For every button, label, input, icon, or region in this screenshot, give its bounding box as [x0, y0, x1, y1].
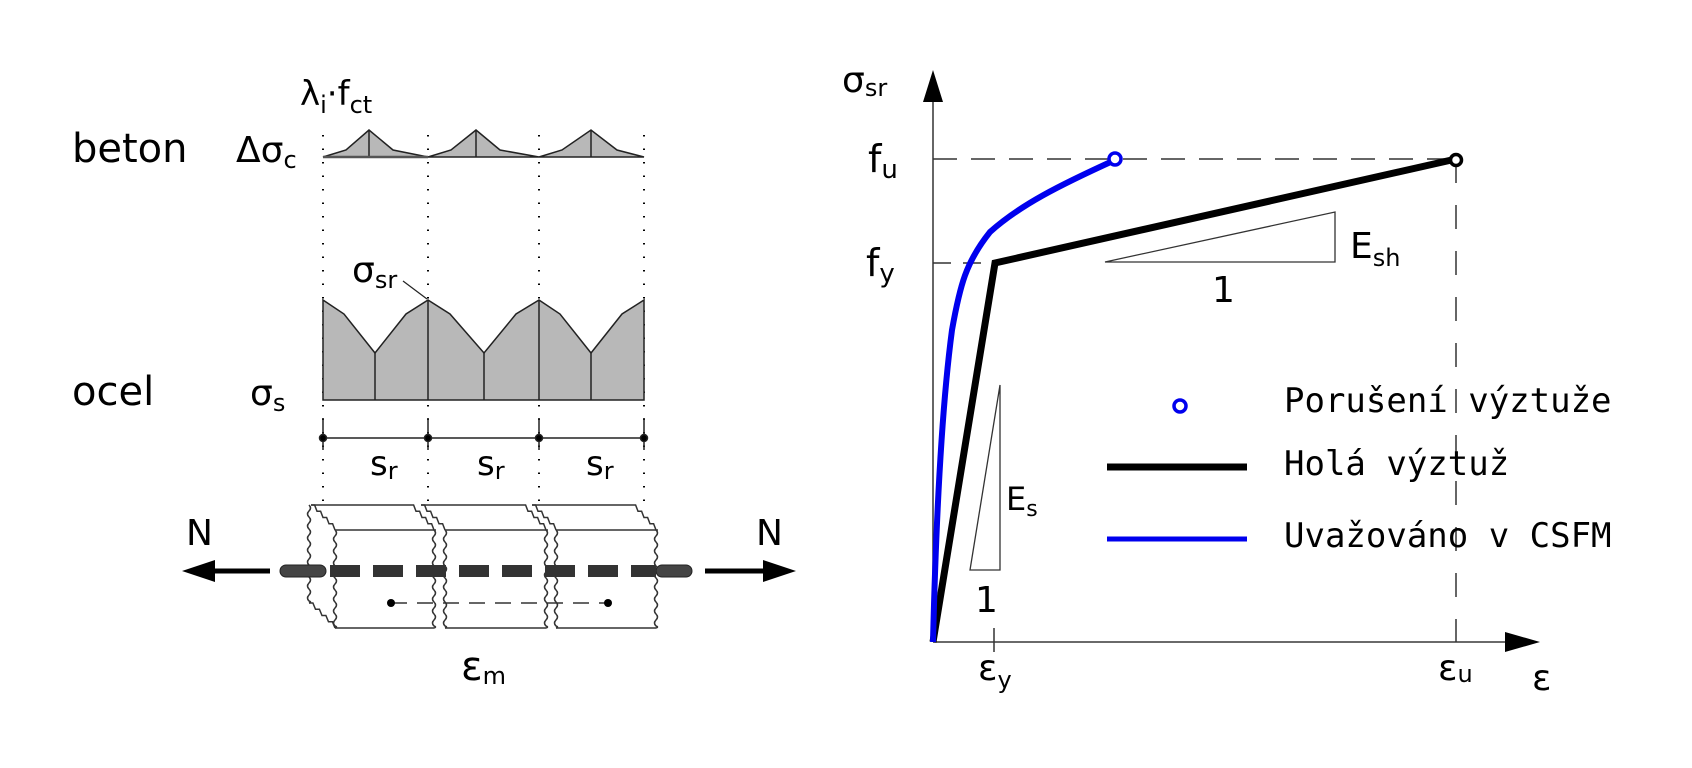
- legend-item-bare-steel: Holá výztuž: [1107, 444, 1509, 484]
- legend-label-rupture: Porušení výztuže: [1284, 381, 1612, 421]
- force-label-left: N: [186, 513, 213, 554]
- x-axis-arrow-icon: [1505, 632, 1540, 652]
- steel-stress-distribution: [322, 298, 645, 401]
- peak-stress-leader: [402, 280, 428, 300]
- rupture-circle-icon: [1172, 398, 1188, 414]
- crack-diag-right-1: [410, 504, 435, 531]
- crack-spacing-label-1: sr: [370, 444, 398, 485]
- concrete-stress-distribution: [322, 129, 645, 159]
- right-diagram: σsr ε fu fy εy εu Es 1: [842, 60, 1612, 699]
- bar-end-right: [655, 564, 693, 578]
- crack-face-right-1: [431, 529, 437, 629]
- legend: Porušení výztuže Holá výztuž Uvažováno v…: [1107, 381, 1612, 556]
- legend-item-csfm: Uvažováno v CSFM: [1107, 516, 1612, 556]
- crack-spacing-label-3: sr: [586, 444, 614, 485]
- crack-face-left-2: [442, 529, 448, 629]
- esh-label: Esh: [1350, 226, 1400, 272]
- legend-item-rupture: Porušení výztuže: [1172, 381, 1612, 421]
- es-slope-triangle: [969, 384, 1001, 571]
- concrete-stress-symbol: Δσc: [236, 130, 297, 174]
- crack-face-left-3: [553, 529, 559, 629]
- legend-label-bare-steel: Holá výztuž: [1284, 444, 1509, 484]
- gauge-point-right: [604, 599, 612, 607]
- end-face-left: [306, 504, 312, 604]
- peak-stress-label: σsr: [352, 250, 397, 294]
- esh-unit-label: 1: [1212, 270, 1235, 311]
- crack-spacing-dimension: [318, 418, 649, 450]
- y-axis-label: σsr: [842, 60, 887, 102]
- steel-row-label: ocel: [72, 369, 154, 415]
- eu-label: εu: [1438, 648, 1473, 689]
- dimension-dot-1: [318, 433, 328, 443]
- crack-face-right-3: [653, 529, 659, 629]
- concrete-stress-segment-2: [427, 129, 540, 158]
- mean-strain-label: εm: [461, 644, 506, 690]
- csfm-rupture-marker: [1107, 151, 1123, 167]
- dimension-dot-2: [423, 433, 433, 443]
- fu-label: fu: [868, 137, 898, 185]
- legend-label-csfm: Uvažováno v CSFM: [1284, 516, 1612, 556]
- crack-face-right-2: [543, 529, 549, 629]
- crack-diag-left-3: [532, 504, 557, 531]
- steel-stress-fill: [322, 298, 645, 401]
- force-label-right: N: [756, 513, 783, 554]
- bar-end-left: [279, 564, 327, 578]
- concrete-stress-segment-1: [322, 129, 429, 158]
- left-diagram: λi·fct beton Δσc ocel σs: [72, 74, 796, 690]
- concrete-row-label: beton: [72, 126, 188, 172]
- es-unit-label: 1: [975, 580, 998, 621]
- cracked-tension-tie: [306, 504, 659, 629]
- crack-spacing-label-2: sr: [477, 444, 505, 485]
- crack-diag-right-2: [522, 504, 547, 531]
- es-label: Es: [1006, 480, 1038, 522]
- bare-steel-curve: [929, 155, 1457, 643]
- steel-stress-symbol: σs: [250, 373, 285, 417]
- dimension-dot-3: [534, 433, 544, 443]
- end-face-bottom-diag: [309, 602, 336, 629]
- esh-slope-triangle: [1104, 211, 1336, 263]
- y-axis-arrow-icon: [923, 70, 943, 102]
- force-arrow-right: [705, 560, 796, 582]
- dimension-dot-4: [639, 433, 649, 443]
- bare-steel-rupture-marker: [1448, 152, 1464, 168]
- fy-label: fy: [866, 241, 895, 289]
- x-axis-label: ε: [1532, 658, 1551, 699]
- ey-label: εy: [978, 648, 1012, 694]
- gauge-point-left: [387, 599, 395, 607]
- csfm-curve: [930, 157, 1117, 643]
- crack-face-left-1: [332, 529, 338, 629]
- force-arrow-left: [182, 560, 270, 582]
- mean-strain-gauge: [387, 599, 612, 607]
- lambda-fct-label: λi·fct: [300, 74, 372, 119]
- crack-diag-right-3: [632, 504, 657, 531]
- reinforcing-bar: [279, 564, 693, 578]
- crack-diag-left-1: [311, 504, 336, 531]
- crack-diag-left-2: [421, 504, 446, 531]
